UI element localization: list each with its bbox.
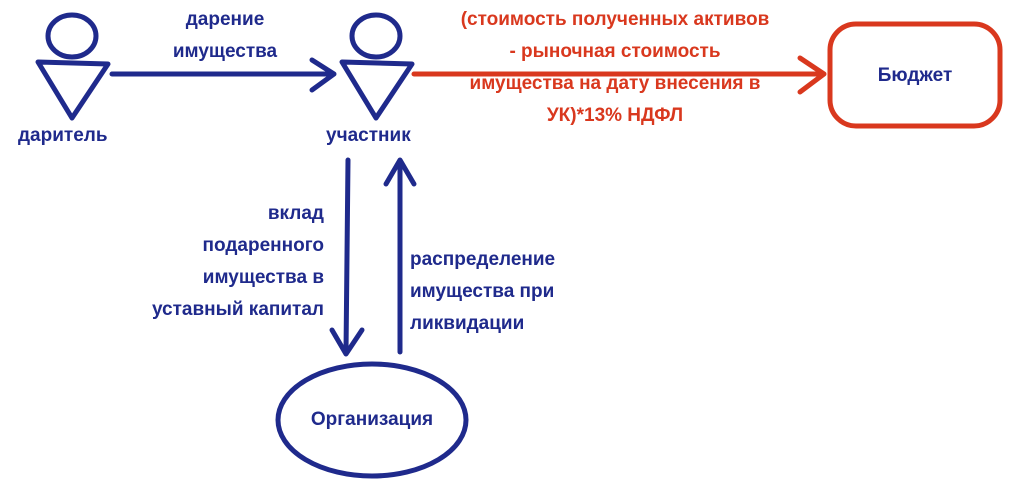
tax-label-line: УК)*13% НДФЛ — [546, 105, 684, 126]
contribution-arrow — [329, 157, 365, 357]
budget-label: Бюджет — [877, 65, 953, 86]
donor-person-icon — [35, 12, 111, 121]
gift-label-line: дарение — [185, 9, 265, 30]
organization-ellipse — [275, 361, 469, 479]
gift-arrow — [109, 57, 337, 93]
budget-box — [827, 21, 1003, 129]
distribution-label-line: распределение — [410, 249, 556, 270]
donor-label: даритель — [18, 125, 108, 146]
distribution-label-line: ликвидации — [410, 313, 525, 334]
contribution-label-line: имущества в — [202, 267, 324, 288]
contribution-label-line: вклад — [267, 203, 324, 224]
contribution-label-line: уставный капитал — [151, 299, 324, 320]
tax-label-line: имущества на дату внесения в — [469, 73, 761, 94]
participant-label: участник — [326, 125, 411, 146]
distribution-label: распределение имущества при ликвидации — [410, 244, 610, 340]
gift-label-line: имущества — [172, 41, 278, 62]
participant-person-icon — [339, 12, 415, 121]
gift-label: дарение имущества — [160, 4, 290, 68]
tax-label-line: - рыночная стоимость — [509, 41, 721, 62]
tax-arrow — [411, 55, 827, 95]
contribution-label: вклад подаренного имущества в уставный к… — [110, 198, 324, 326]
distribution-label-line: имущества при — [410, 281, 555, 302]
organization-label: Организация — [310, 409, 434, 430]
contribution-label-line: подаренного — [202, 235, 324, 256]
tax-label-line: (стоимость полученных активов — [460, 9, 770, 30]
distribution-arrow — [383, 157, 417, 355]
tax-label: (стоимость полученных активов - рыночная… — [420, 4, 810, 132]
